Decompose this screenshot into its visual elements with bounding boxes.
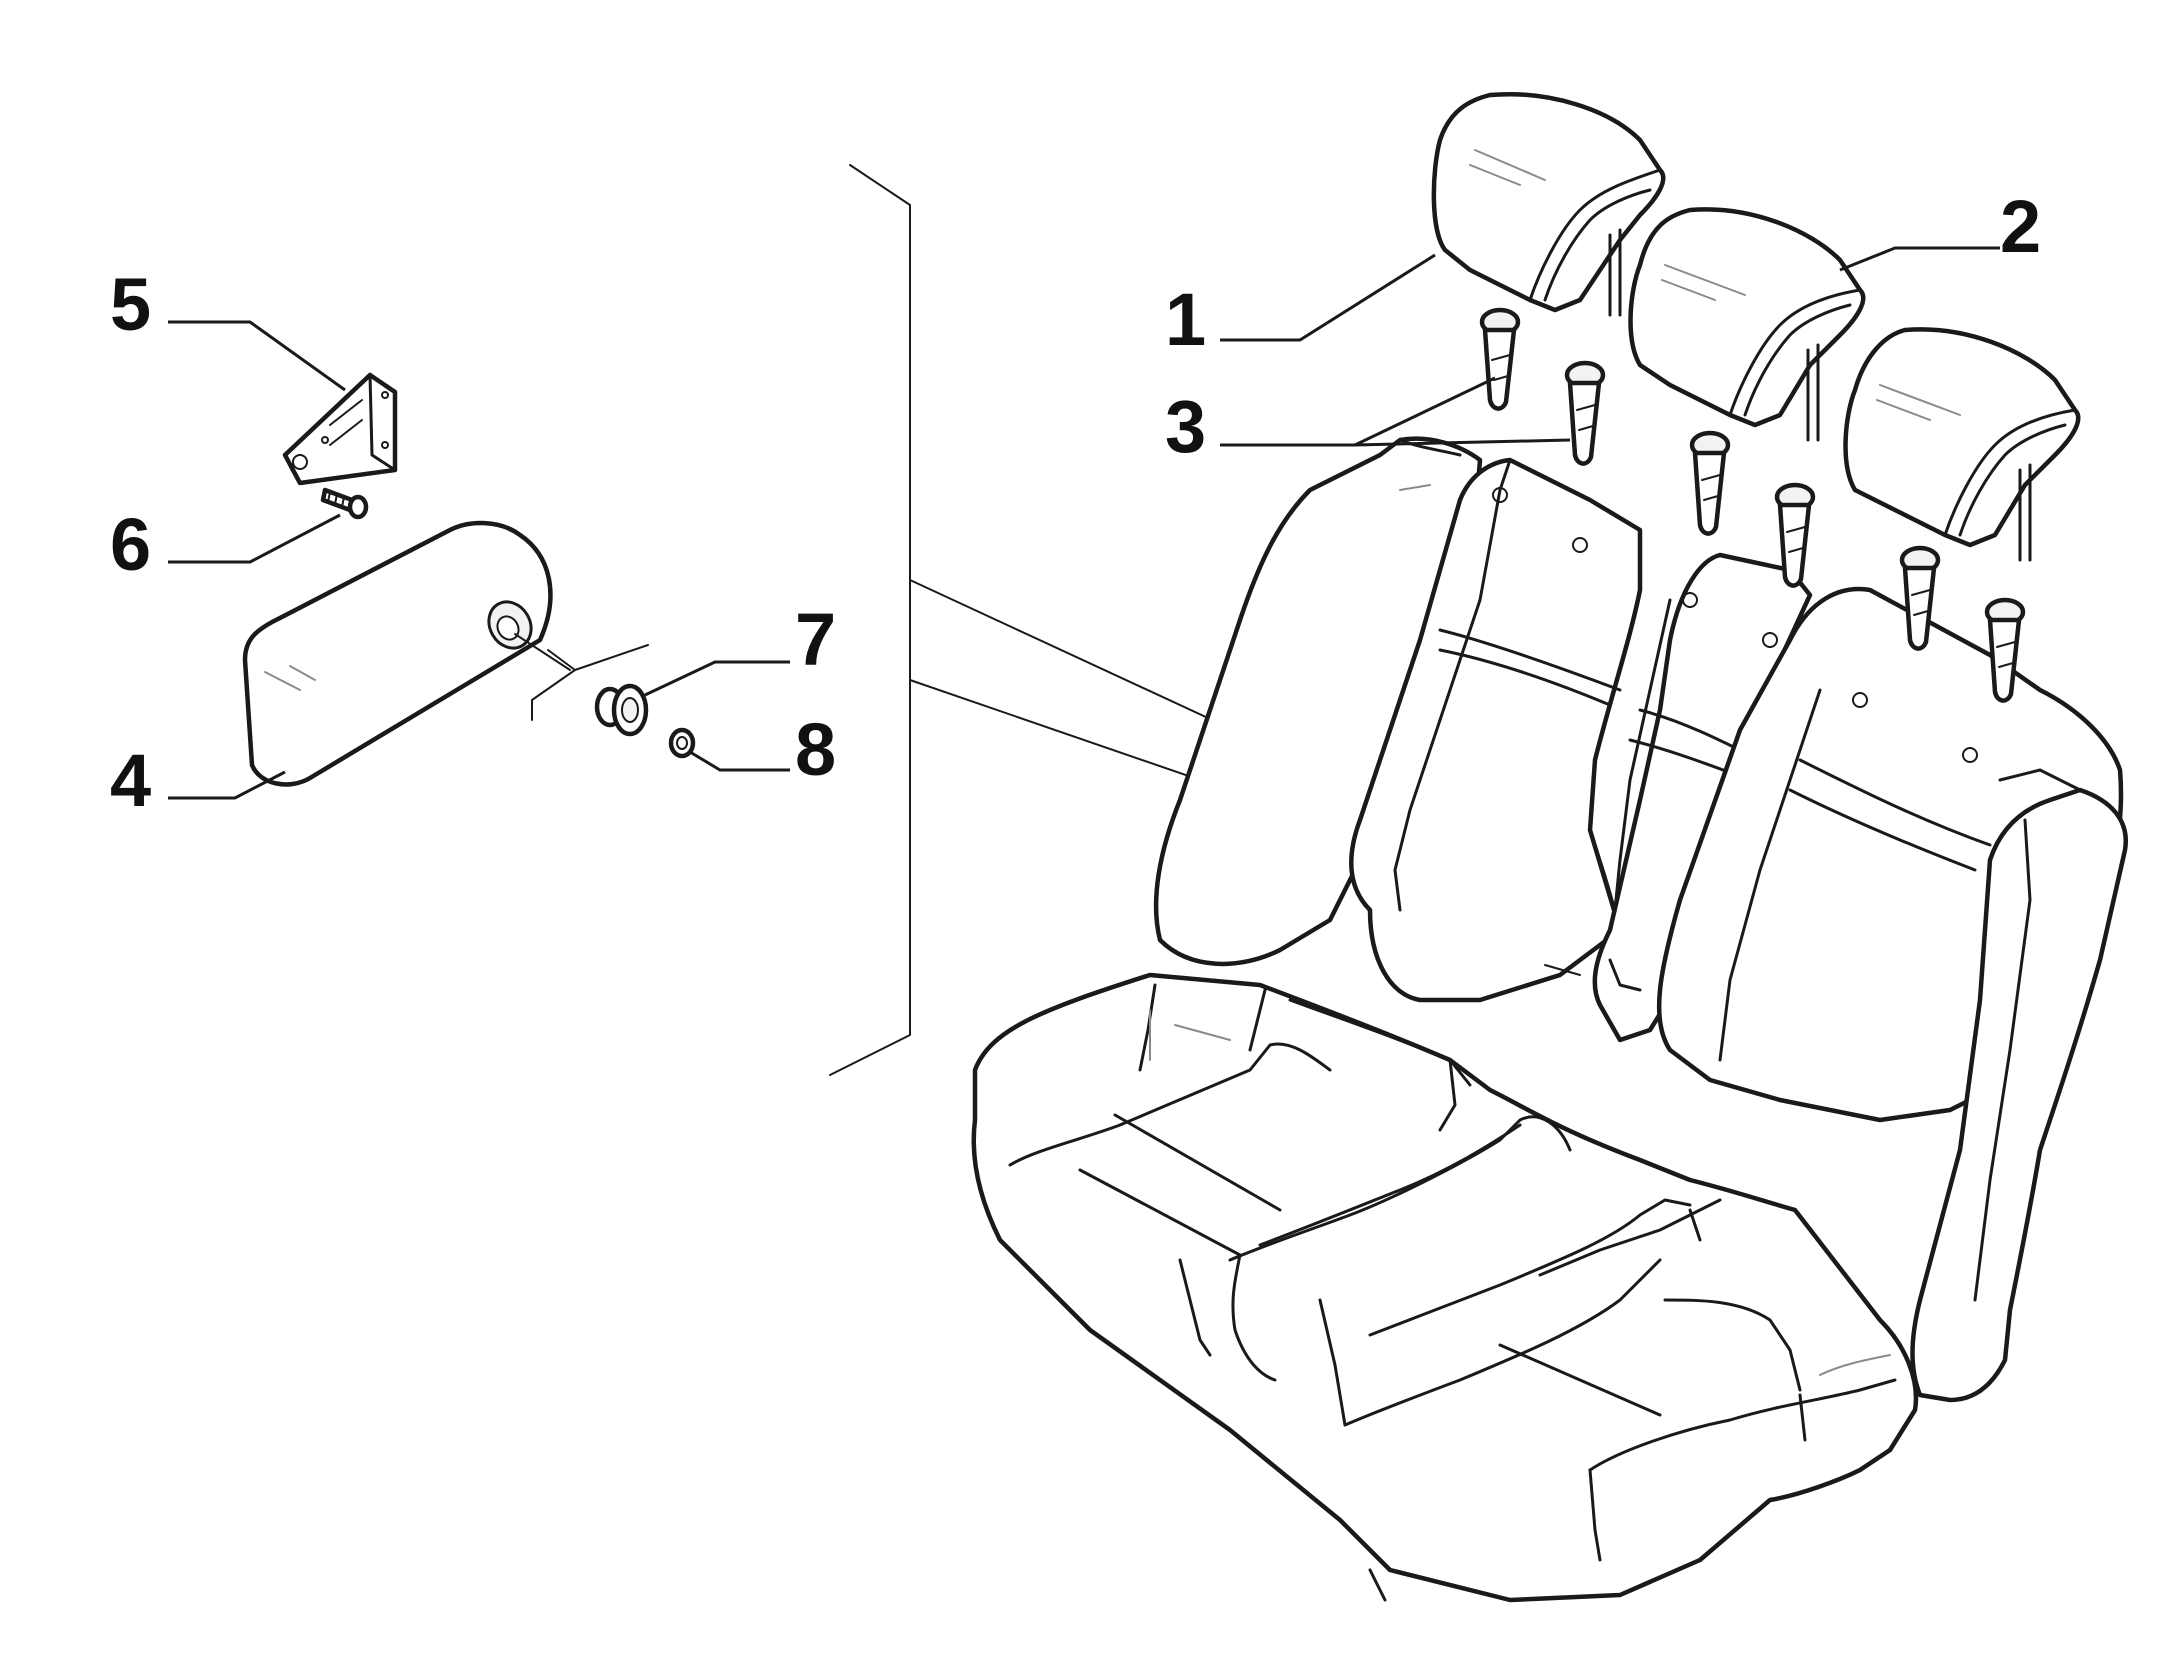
callout-3: 3	[1165, 385, 1206, 468]
callout-5: 5	[110, 263, 151, 346]
part-cap[interactable]	[594, 683, 649, 737]
backrest-middle[interactable]	[1349, 457, 1643, 1003]
backrest-left[interactable]	[1153, 436, 1483, 967]
part-headrest-1[interactable]	[1431, 92, 1666, 317]
callout-1: 1	[1165, 278, 1206, 361]
part-bracket[interactable]	[282, 372, 398, 486]
part-guide-b[interactable]	[1564, 360, 1606, 466]
leader-7	[644, 660, 790, 697]
callout-7: 7	[795, 598, 836, 681]
leader-6	[168, 513, 341, 564]
part-headrest-3[interactable]	[1843, 327, 2081, 562]
side-bolster[interactable]	[1910, 787, 2129, 1403]
part-headrest-2[interactable]	[1628, 207, 1866, 442]
callout-4: 4	[110, 739, 151, 822]
leader-5	[168, 320, 346, 392]
part-guide-c[interactable]	[1689, 430, 1731, 536]
leader-4	[168, 770, 286, 800]
callout-8: 8	[795, 708, 836, 791]
callout-2: 2	[2000, 185, 2041, 268]
leader-8	[689, 750, 790, 772]
leader-1	[1220, 253, 1436, 342]
part-guide-d[interactable]	[1774, 482, 1816, 588]
rear-seat-assembly	[971, 92, 2129, 1603]
part-guide-e[interactable]	[1899, 545, 1941, 651]
seat-cushion[interactable]	[971, 972, 1919, 1603]
leader-2	[1839, 246, 2000, 272]
detail-frame	[829, 164, 911, 1076]
callout-labels: 1 2 3 4 5 6 7 8	[110, 185, 2041, 822]
part-washer[interactable]	[668, 727, 696, 759]
leader-3	[1220, 376, 1571, 447]
callout-6: 6	[110, 503, 151, 586]
part-screw[interactable]	[320, 487, 369, 520]
part-armrest[interactable]	[242, 520, 571, 787]
part-guide-f[interactable]	[1984, 597, 2026, 703]
leader-lines	[168, 246, 2000, 800]
part-guide-a[interactable]	[1479, 307, 1521, 411]
